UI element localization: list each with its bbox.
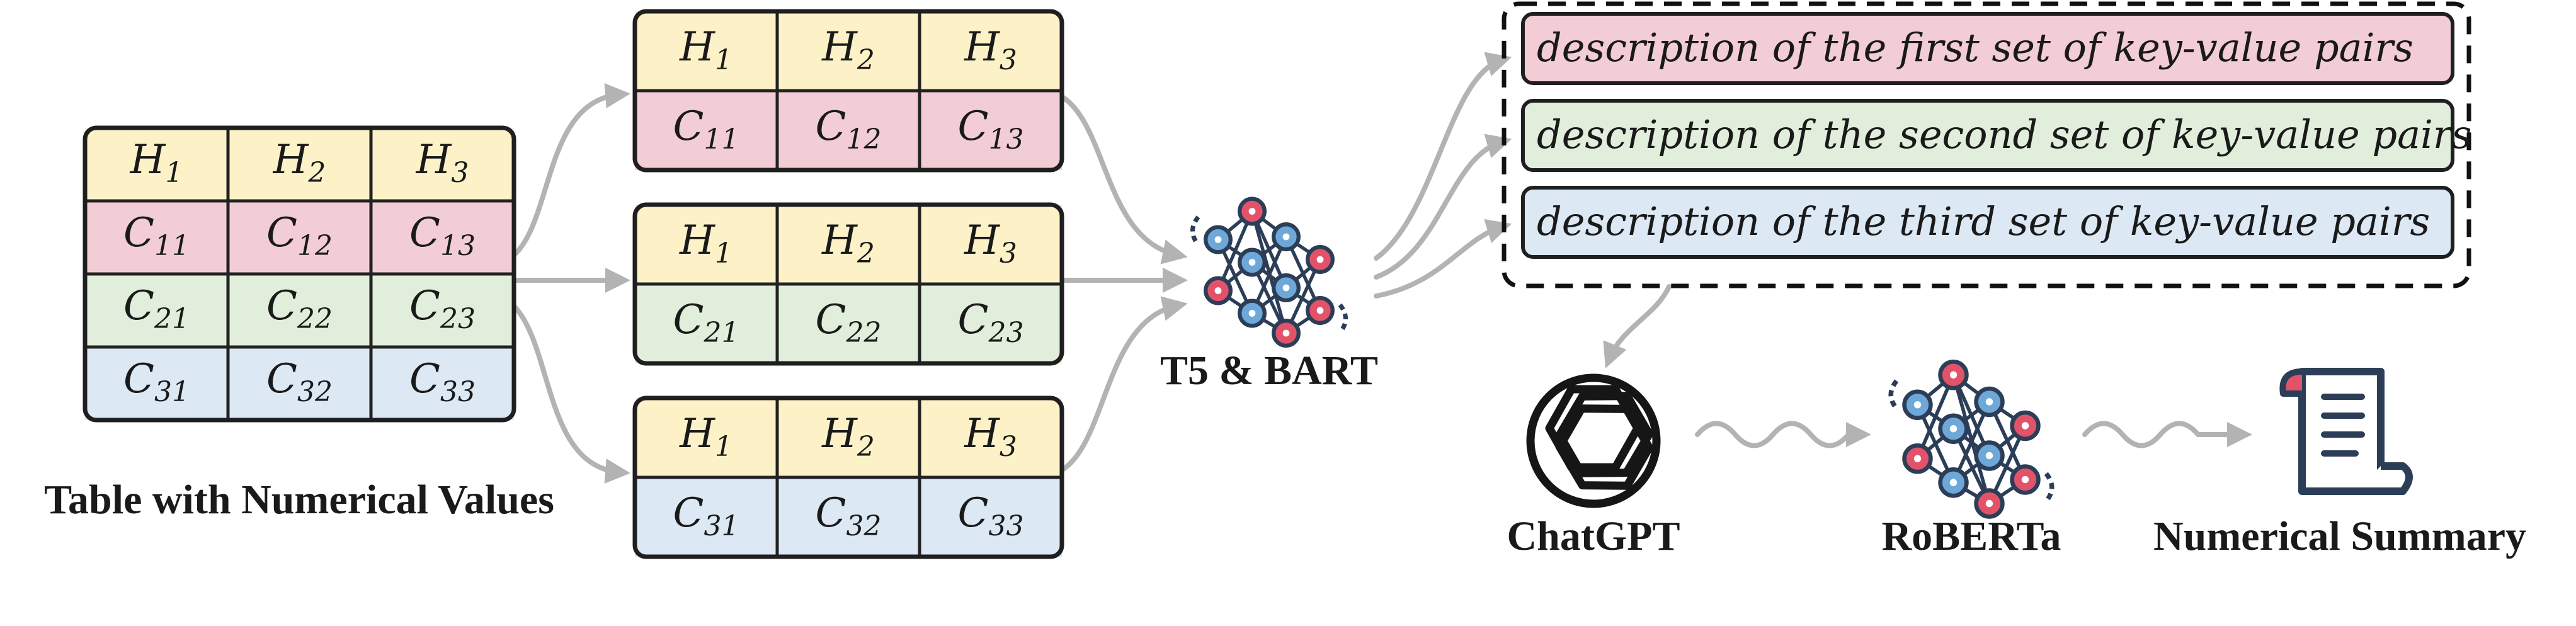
description-box bbox=[1521, 99, 2454, 172]
cell-label: H1 bbox=[679, 24, 732, 76]
description-text: description of the third set of key-valu… bbox=[1537, 198, 2430, 244]
scroll-icon bbox=[2279, 368, 2413, 495]
cell-label: C11 bbox=[673, 103, 739, 156]
cell-label: C13 bbox=[958, 103, 1024, 156]
cell-label: H1 bbox=[679, 411, 732, 463]
arrow-table-3-to-model bbox=[1056, 296, 1188, 475]
cell-label: H3 bbox=[416, 137, 469, 189]
cell-label: C12 bbox=[816, 103, 882, 156]
cell-label: C33 bbox=[958, 490, 1024, 542]
cell-label: C13 bbox=[409, 210, 476, 262]
description-box bbox=[1521, 12, 2454, 85]
key-value-table-row-bg bbox=[635, 398, 1062, 477]
arrow-desc-to-chatgpt bbox=[1603, 284, 1672, 368]
cell-label: H2 bbox=[821, 24, 875, 76]
arrow-model-to-desc-1 bbox=[1374, 52, 1512, 261]
key-value-table-row-bg bbox=[635, 91, 1062, 170]
main-table-row-bg bbox=[85, 274, 514, 347]
arrow-split-to-table-1 bbox=[508, 83, 630, 261]
cell-label: C32 bbox=[816, 490, 882, 542]
cell-label: H2 bbox=[821, 411, 875, 463]
roberta-label: RoBERTa bbox=[1881, 513, 2061, 559]
neural-network-icon bbox=[1888, 360, 2055, 519]
cell-label: C12 bbox=[266, 210, 333, 262]
cell-label: H2 bbox=[821, 217, 875, 270]
main-table-outline bbox=[83, 125, 516, 423]
main-table-caption: Table with Numerical Values bbox=[44, 477, 554, 523]
cell-label: C23 bbox=[958, 297, 1024, 349]
generator-label: T5 & BART bbox=[1160, 348, 1378, 394]
neural-network-icon bbox=[1190, 196, 1348, 348]
cell-label: C33 bbox=[409, 356, 476, 408]
cell-label: C22 bbox=[816, 297, 882, 349]
cell-label: C23 bbox=[409, 283, 476, 335]
key-value-table-row-bg bbox=[635, 477, 1062, 557]
key-value-table-outline bbox=[632, 9, 1064, 173]
cell-label: C21 bbox=[673, 297, 739, 349]
cell-label: H2 bbox=[273, 137, 326, 189]
cell-label: C11 bbox=[123, 210, 190, 262]
chatgpt-label: ChatGPT bbox=[1507, 513, 1680, 559]
key-value-table-row-bg bbox=[635, 205, 1062, 284]
summary-label: Numerical Summary bbox=[2153, 513, 2526, 559]
cell-label: C31 bbox=[673, 490, 739, 542]
cell-label: C32 bbox=[266, 356, 333, 408]
main-table-row-bg bbox=[85, 347, 514, 420]
arrow-model-to-desc-2 bbox=[1374, 134, 1512, 280]
description-box bbox=[1521, 186, 2454, 259]
key-value-table-row-bg bbox=[635, 284, 1062, 363]
cell-label: H3 bbox=[964, 217, 1017, 270]
openai-logo-icon bbox=[1526, 373, 1661, 508]
arrow-model-to-desc-3 bbox=[1374, 219, 1512, 299]
cell-label: H1 bbox=[679, 217, 732, 270]
main-table-row-bg bbox=[85, 128, 514, 201]
main-table-row-bg bbox=[85, 201, 514, 274]
arrow-split-to-table-3 bbox=[508, 300, 630, 484]
cell-label: H3 bbox=[964, 411, 1017, 463]
arrow-table-1-to-model bbox=[1056, 92, 1188, 265]
cell-label: C22 bbox=[266, 283, 333, 335]
description-text: description of the first set of key-valu… bbox=[1537, 25, 2414, 71]
description-text: description of the second set of key-val… bbox=[1537, 111, 2471, 157]
wavy-arrow-roberta-to-summary bbox=[2082, 421, 2252, 448]
descriptions-list: description of the first set of key-valu… bbox=[1521, 12, 2471, 259]
cell-label: C21 bbox=[123, 283, 190, 335]
cell-label: H3 bbox=[964, 24, 1017, 76]
descriptions-group bbox=[1502, 1, 2471, 288]
flow-arrows bbox=[508, 52, 2252, 484]
cell-label: C31 bbox=[123, 356, 190, 408]
wavy-arrow-chatgpt-to-roberta bbox=[1695, 421, 1871, 448]
key-value-table-row-bg bbox=[635, 11, 1062, 91]
key-value-table-outline bbox=[632, 396, 1064, 559]
cell-label: H1 bbox=[130, 137, 183, 189]
key-value-table-outline bbox=[632, 202, 1064, 366]
